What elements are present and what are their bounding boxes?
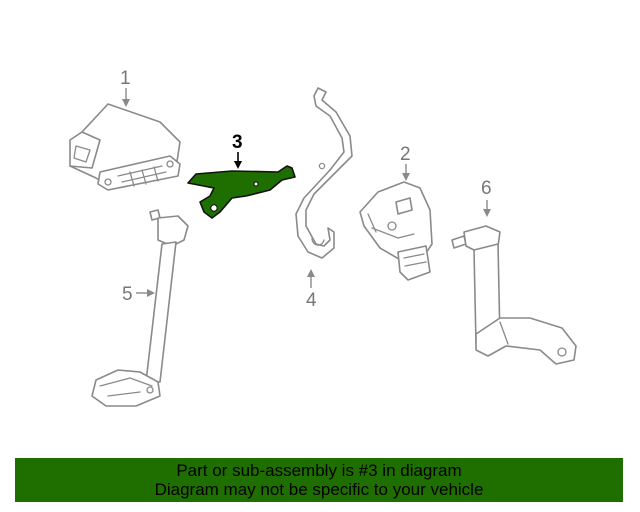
callout-2-label: 2 [400, 144, 411, 165]
callout-6-arrowhead [483, 209, 491, 217]
banner-line-2: Diagram may not be specific to your vehi… [154, 480, 484, 499]
part-1-sensor [69, 103, 181, 191]
callout-2-arrowhead [402, 173, 410, 181]
part-4-bracket [295, 87, 353, 259]
callout-4-label: 4 [306, 290, 317, 311]
banner-line-1: Part or sub-assembly is #3 in diagram [176, 461, 462, 480]
callout-6-label: 6 [481, 178, 492, 199]
callout-5-label: 5 [122, 284, 133, 305]
part-3-bracket [187, 165, 296, 219]
part-2-sensor [359, 181, 433, 281]
callout-3-label: 3 [232, 132, 243, 153]
callout-4-arrowhead [307, 269, 315, 277]
callout-1-label: 1 [120, 68, 131, 89]
callout-5-arrowhead [147, 289, 155, 297]
callout-3-arrowhead [234, 161, 242, 169]
part-6-link [451, 225, 577, 365]
part-5-link-rod [91, 209, 189, 407]
part-3-bracket-shape [187, 165, 296, 219]
callout-1-arrowhead [122, 99, 130, 107]
fitment-notice-banner: Part or sub-assembly is #3 in diagram Di… [15, 458, 623, 502]
